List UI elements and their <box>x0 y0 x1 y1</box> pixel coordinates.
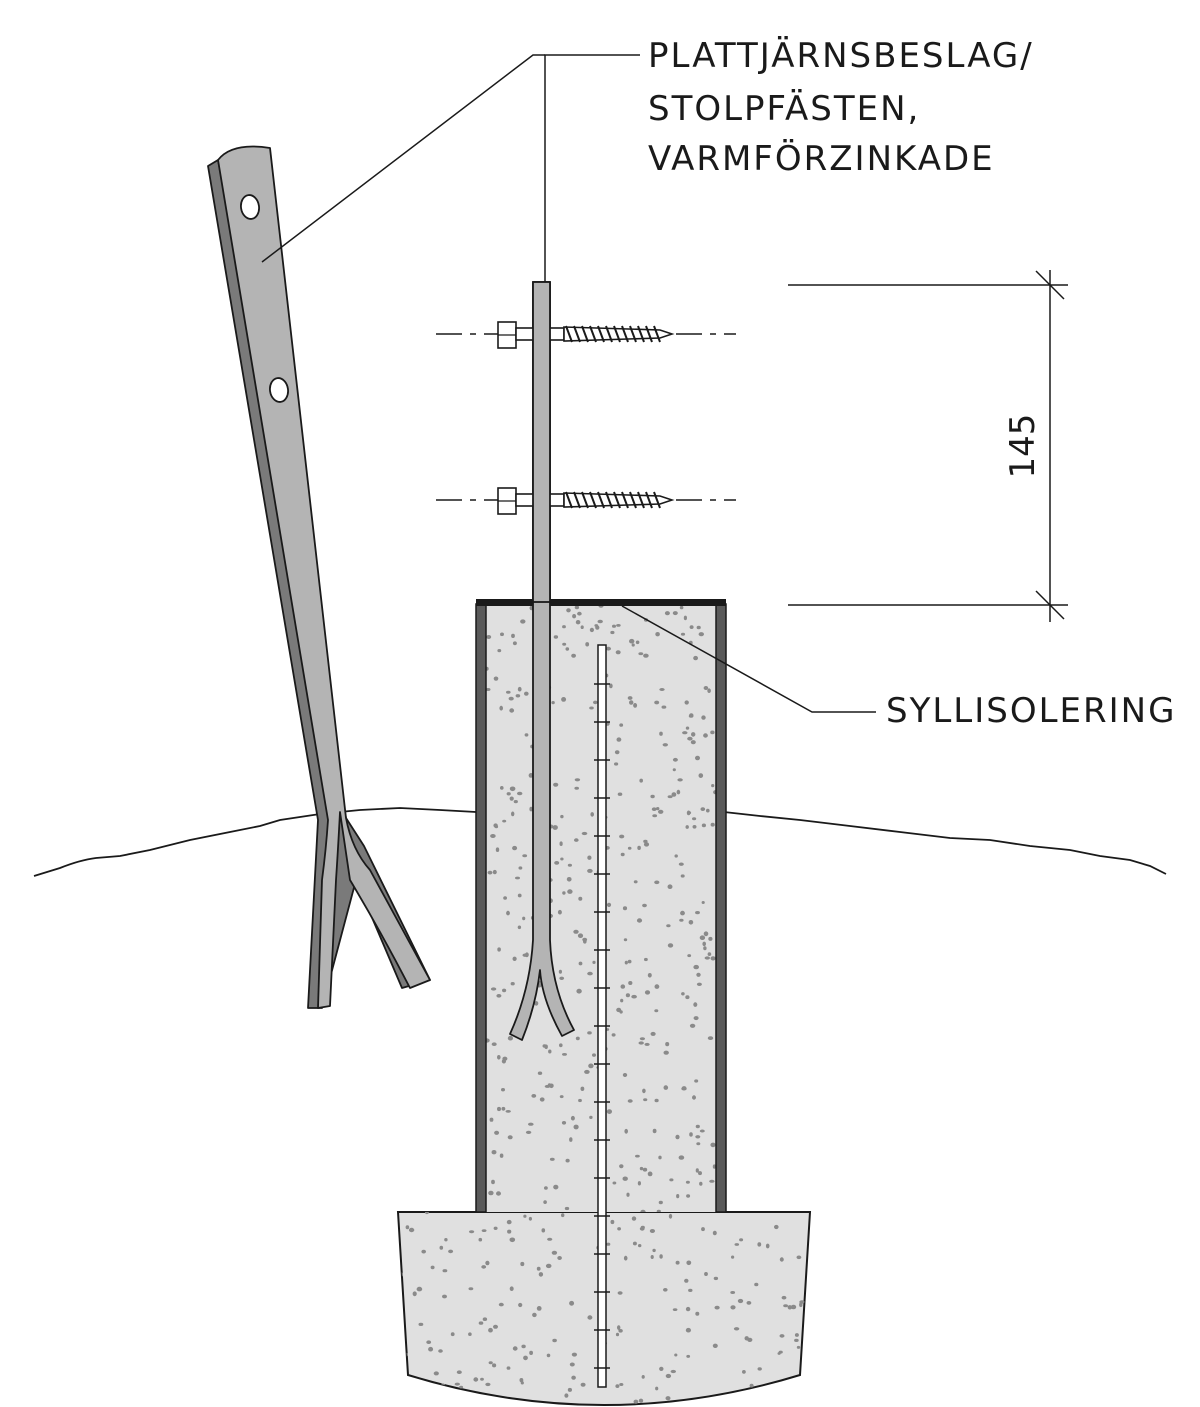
dimension-value: 145 <box>1003 414 1043 479</box>
rebar <box>594 644 610 1388</box>
label-bracket-line3: VARMFÖRZINKADE <box>648 138 995 179</box>
screw-lower <box>436 487 736 515</box>
loose-bracket <box>207 145 431 1009</box>
label-bracket-line1: PLATTJÄRNSBESLAG/ <box>648 36 1034 76</box>
formwork-right-wall <box>715 603 727 1213</box>
screw-upper <box>436 321 736 349</box>
dimension-145 <box>788 270 1068 622</box>
label-bracket-line2: STOLPFÄSTEN, <box>648 89 920 129</box>
leader-bracket <box>261 54 640 282</box>
bracket-hole-upper <box>240 194 260 220</box>
sill-insulation-strip <box>476 599 726 606</box>
formwork-left-wall <box>475 603 487 1213</box>
label-sill-insulation: SYLLISOLERING <box>886 691 1176 731</box>
bracket-hole-lower <box>269 377 289 403</box>
embedded-bracket <box>509 281 575 1041</box>
leader-insulation <box>621 605 876 713</box>
